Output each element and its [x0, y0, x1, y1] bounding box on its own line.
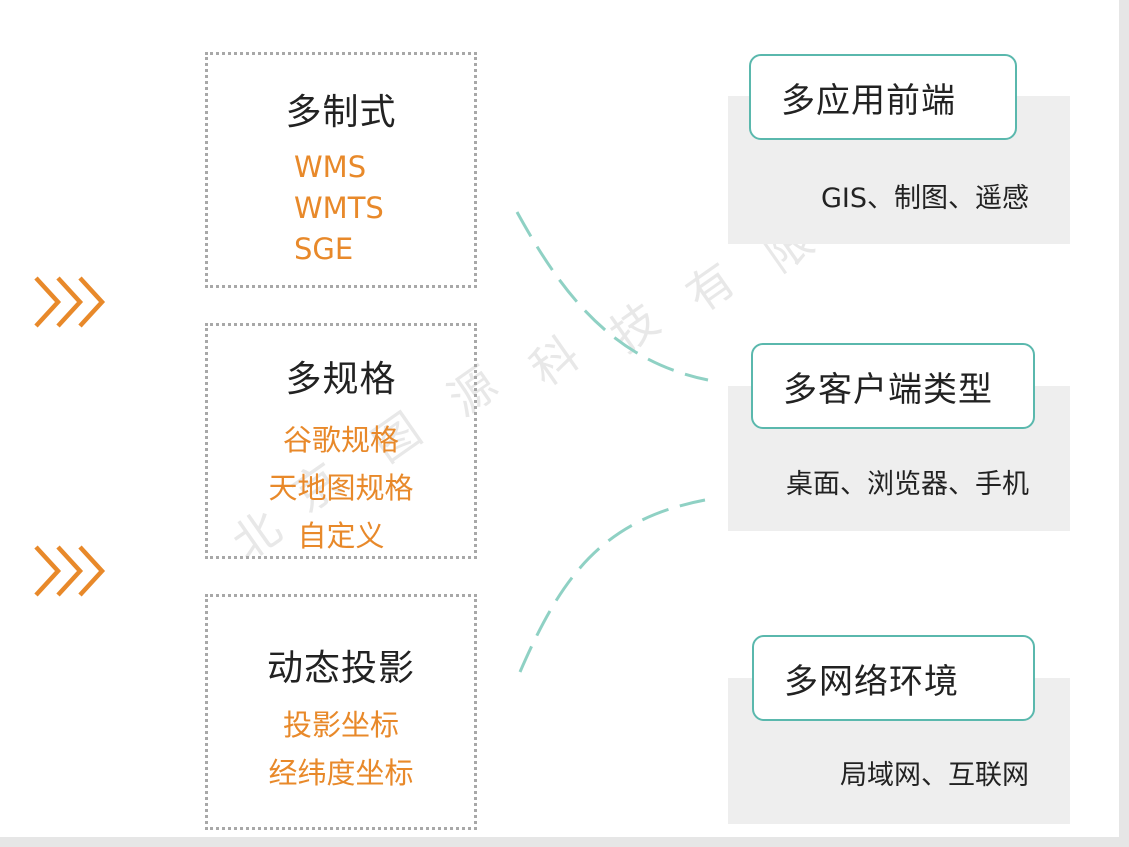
spec-box-title: 多规格	[285, 359, 397, 400]
format-item-sge: SGE	[294, 232, 354, 266]
format-list: WMS WMTS SGE	[208, 147, 474, 270]
triple-chevron-right-icon	[34, 541, 114, 601]
format-box-title: 多制式	[285, 92, 397, 133]
spec-box: 多规格 谷歌规格 天地图规格 自定义	[205, 323, 477, 559]
spec-item-custom: 自定义	[297, 519, 385, 553]
app-frontend-title: 多应用前端	[749, 54, 1017, 140]
format-item-wmts: WMTS	[294, 191, 384, 225]
watermark-char-5: 科	[520, 326, 590, 397]
client-type-detail: 桌面、浏览器、手机	[786, 469, 1029, 500]
watermark-char-6: 技	[600, 292, 670, 363]
network-env-detail: 局域网、互联网	[840, 760, 1029, 791]
lower-connector-curve	[518, 498, 706, 673]
network-env-title: 多网络环境	[752, 635, 1035, 721]
projection-box-title: 动态投影	[266, 648, 415, 689]
projection-box: 动态投影 投影坐标 经纬度坐标	[205, 594, 477, 830]
triple-chevron-right-icon	[34, 272, 114, 332]
app-frontend-detail: GIS、制图、遥感	[820, 183, 1029, 214]
watermark-char-7: 有	[676, 252, 746, 323]
upper-connector-curve	[515, 211, 709, 382]
format-box: 多制式 WMS WMTS SGE	[205, 52, 477, 288]
projection-item-geographic: 经纬度坐标	[268, 756, 414, 790]
spec-list: 谷歌规格 天地图规格 自定义	[208, 416, 474, 560]
projection-item-projected: 投影坐标	[282, 708, 399, 742]
client-type-title: 多客户端类型	[751, 343, 1035, 429]
format-item-wms: WMS	[294, 150, 367, 184]
projection-list: 投影坐标 经纬度坐标	[208, 701, 474, 797]
spec-item-google: 谷歌规格	[282, 423, 399, 457]
spec-item-tianditu: 天地图规格	[268, 471, 414, 505]
